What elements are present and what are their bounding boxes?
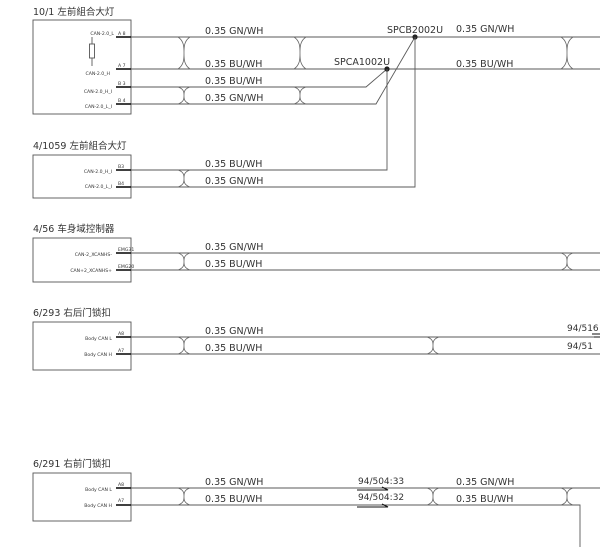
pin-number: B4: [118, 181, 124, 187]
module-4-1059: 4/1059 左前組合大灯 CAN-2.0_H_I CAN-2.0_L_I B3…: [32, 37, 416, 199]
wire-label: 0.35 GN/WH: [205, 477, 263, 488]
wire-label: 0.35 BU/WH: [456, 494, 513, 505]
pin-name: CAN-2.0_L: [90, 31, 114, 37]
twisted-pair-marker: [426, 487, 440, 506]
module-10-1: 10/1 左前組合大灯 CAN-2.0_L CAN-2.0_H CAN-2.0_…: [32, 6, 600, 115]
pin-number: A 8: [118, 31, 126, 37]
pin-number: EMG20: [118, 264, 134, 270]
wire-b4: [131, 36, 416, 105]
pin-name: Body CAN L: [85, 487, 112, 493]
wire-b3: [131, 68, 388, 88]
wire-label: 0.35 BU/WH: [205, 159, 262, 170]
wire-b3: [131, 69, 388, 171]
pin-number: B 3: [118, 81, 126, 87]
twisted-pair-marker: [560, 252, 574, 271]
wire-label: 0.35 GN/WH: [456, 477, 514, 488]
pin-number: B3: [118, 164, 124, 170]
wire-label: 0.35 BU/WH: [205, 259, 262, 270]
connector-ref: 94/504:33: [358, 477, 404, 487]
wire-label: 0.35 GN/WH: [456, 24, 514, 35]
pin-name: CAN-2.0_H_I: [84, 89, 112, 95]
pin-number: A8: [118, 331, 124, 337]
wire-label: 0.35 GN/WH: [205, 176, 263, 187]
pin-number: A 7: [118, 63, 126, 69]
pin-name: CAN-2.0_L_I: [85, 184, 112, 190]
module-box: [32, 472, 132, 522]
splice-label: SPCB2002U: [387, 25, 443, 36]
twisted-pair-marker: [177, 487, 191, 506]
connector-ref: 94/516: [567, 324, 599, 334]
module-box: [32, 237, 132, 283]
connector-arrow: [357, 486, 389, 508]
pin-name: CAN+2_XCANHS+: [70, 268, 112, 274]
module-title: 6/293 右后门锁扣: [33, 307, 111, 319]
twisted-pair-marker: [426, 336, 440, 355]
wire-b4: [131, 37, 416, 188]
module-4-56: 4/56 车身域控制器 CAN-2_XCANHS- CAN+2_XCANHS+ …: [32, 223, 600, 283]
wire-label: 0.35 GN/WH: [205, 93, 263, 104]
module-title: 4/1059 左前組合大灯: [33, 140, 127, 152]
pin-name: CAN-2.0_L_I: [85, 104, 112, 110]
module-6-291: 6/291 右前门锁扣 Body CAN L Body CAN H A8 A7 …: [32, 458, 600, 547]
wire-label: 0.35 GN/WH: [205, 242, 263, 253]
wire-label: 0.35 BU/WH: [205, 76, 262, 87]
connector-arrow: [592, 333, 600, 338]
wire-can-high: [131, 504, 581, 547]
pin-number: EMG31: [118, 247, 134, 253]
wire-label: 0.35 GN/WH: [205, 326, 263, 337]
connector-ref: 94/504:32: [358, 493, 404, 503]
wire-label: 0.35 BU/WH: [205, 343, 262, 354]
pin-name: Body CAN H: [84, 352, 112, 358]
module-title: 10/1 左前組合大灯: [33, 6, 115, 18]
module-box: [32, 19, 132, 115]
wire-label: 0.35 BU/WH: [205, 494, 262, 505]
twisted-pair-marker: [177, 36, 574, 105]
twisted-pair-marker: [177, 252, 191, 271]
wire-label: 0.35 BU/WH: [456, 59, 513, 70]
wire-label: 0.35 BU/WH: [205, 59, 262, 70]
pin-name: CAN-2_XCANHS-: [75, 252, 113, 258]
pin-name: CAN-2.0_H_I: [84, 169, 112, 175]
splice-label: SPCA1002U: [334, 57, 390, 68]
twisted-pair-marker: [177, 169, 191, 188]
module-title: 6/291 右前门锁扣: [33, 458, 111, 470]
module-box: [32, 321, 132, 371]
pin-number: A8: [118, 482, 124, 488]
module-title: 4/56 车身域控制器: [33, 223, 115, 235]
pin-name: Body CAN L: [85, 336, 112, 342]
pin-name: Body CAN H: [84, 503, 112, 509]
connector-ref: 94/51: [567, 342, 593, 352]
twisted-pair-marker: [177, 336, 191, 355]
module-box: [32, 154, 132, 199]
wire-label: 0.35 GN/WH: [205, 26, 263, 37]
module-6-293: 6/293 右后门锁扣 Body CAN L Body CAN H A8 A7 …: [32, 307, 600, 371]
pin-number: B 4: [118, 98, 126, 104]
pin-name: CAN-2.0_H: [85, 71, 110, 77]
pin-number: A7: [118, 498, 124, 504]
twisted-pair-marker: [560, 487, 574, 506]
termination-resistor: [89, 43, 95, 59]
pin-number: A7: [118, 348, 124, 354]
